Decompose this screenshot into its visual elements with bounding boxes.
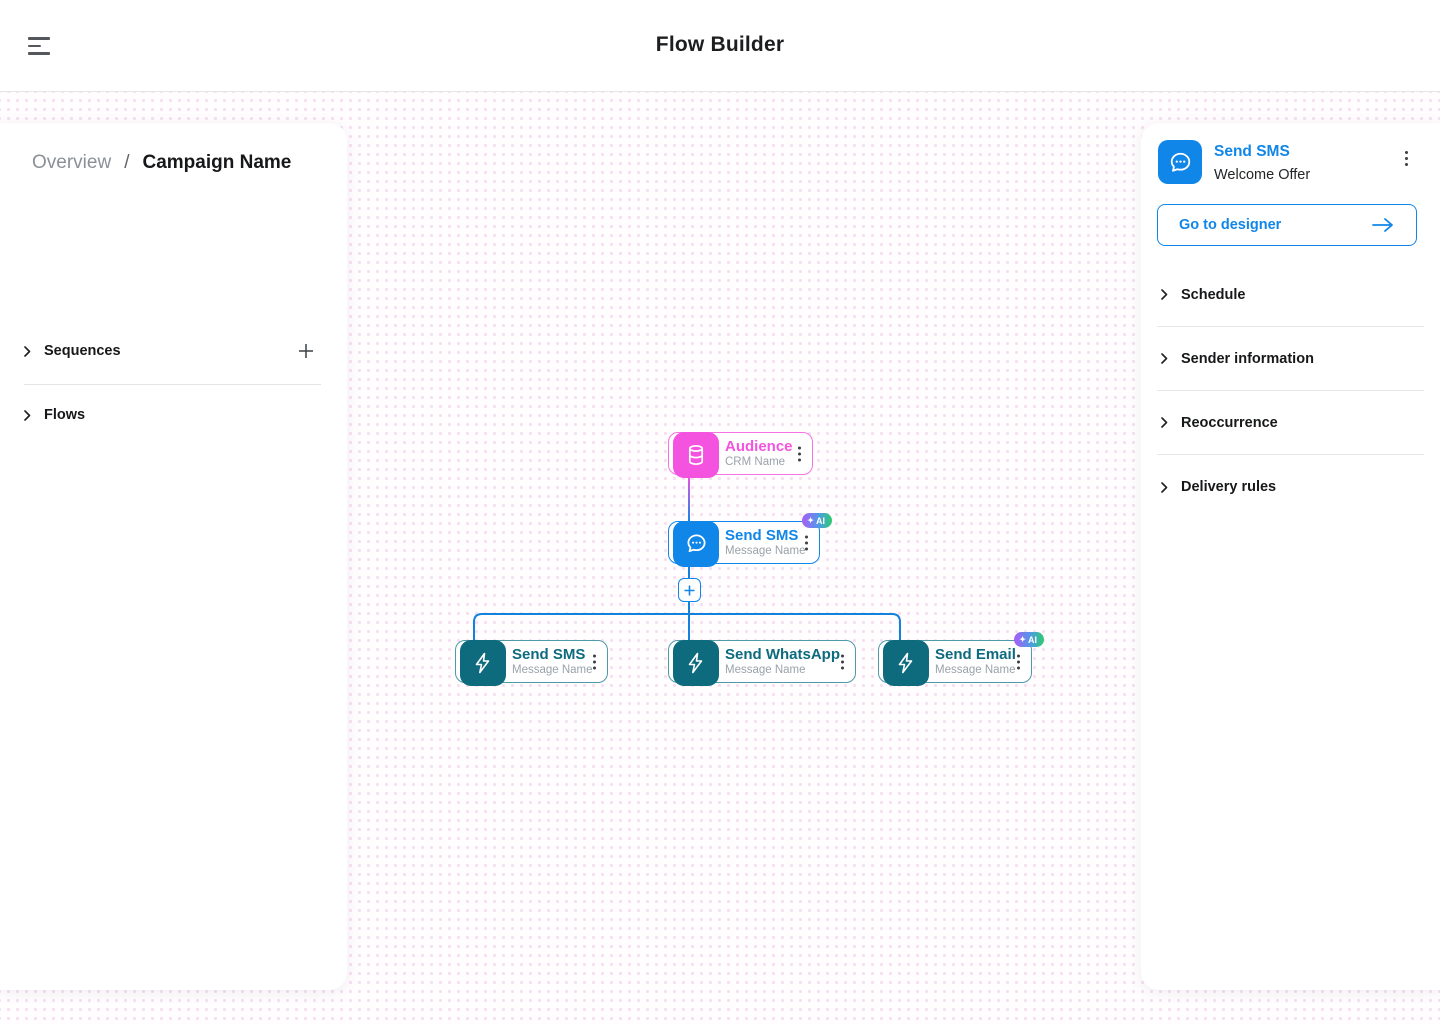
section-label: Delivery rules — [1181, 479, 1277, 495]
left-sidebar: Overview / Campaign Name Sequences Flows — [0, 123, 347, 990]
add-step-button[interactable] — [678, 578, 701, 602]
chat-bubble-icon — [1158, 140, 1202, 184]
lightning-bolt-icon — [883, 639, 929, 686]
add-sequence-button[interactable] — [298, 343, 314, 359]
breadcrumb-overview-link[interactable]: Overview — [32, 152, 112, 173]
node-subtitle: Message Name — [725, 664, 806, 676]
node-title: Send SMS — [725, 527, 799, 544]
section-reoccurrence[interactable]: Reoccurrence — [1157, 391, 1424, 455]
sidebar-item-label: Sequences — [44, 343, 121, 359]
node-audience[interactable]: Audience CRM Name — [668, 431, 813, 478]
sidebar-item-sequences[interactable]: Sequences — [24, 337, 314, 365]
sidebar-item-label: Flows — [44, 407, 86, 423]
section-label: Reoccurrence — [1181, 414, 1278, 431]
more-options-icon[interactable] — [839, 652, 846, 671]
node-title: Send SMS — [512, 646, 586, 663]
ai-badge: ✦ AI — [1014, 632, 1044, 647]
node-subtitle: Message Name — [935, 664, 1016, 676]
divider — [24, 384, 321, 385]
chat-bubble-icon — [673, 520, 719, 567]
inspector-title: Send SMS — [1214, 143, 1290, 160]
breadcrumb: Overview / Campaign Name — [32, 152, 291, 174]
sidebar-item-flows[interactable]: Flows — [24, 401, 314, 429]
node-title: Audience — [725, 438, 793, 455]
section-schedule[interactable]: Schedule — [1157, 263, 1424, 327]
chevron-right-icon — [1161, 289, 1168, 300]
inspector-subtitle: Welcome Offer — [1214, 167, 1311, 183]
app-header: Flow Builder — [0, 0, 1440, 92]
ai-badge: ✦ AI — [802, 513, 832, 528]
node-title: Send Email — [935, 646, 1016, 663]
chevron-right-icon — [1161, 353, 1168, 364]
chevron-right-icon — [24, 409, 31, 421]
more-options-icon[interactable] — [1015, 652, 1022, 671]
breadcrumb-current: Campaign Name — [142, 152, 292, 173]
page-title: Flow Builder — [655, 33, 785, 56]
menu-button[interactable] — [28, 35, 52, 57]
more-options-icon[interactable] — [591, 652, 598, 671]
node-subtitle: Message Name — [725, 545, 806, 557]
sparkle-icon: ✦ — [807, 515, 814, 525]
inspector-panel: Send SMS Welcome Offer Go to designer Sc… — [1141, 123, 1440, 990]
lightning-bolt-icon — [673, 639, 719, 686]
node-subtitle: Message Name — [512, 664, 593, 676]
more-options-icon[interactable] — [1403, 149, 1410, 168]
node-send-sms[interactable]: ✦ AI Send SMS Message Name — [668, 513, 832, 567]
node-send-email[interactable]: ✦ AI Send Email Message Name — [878, 632, 1044, 686]
section-sender-information[interactable]: Sender information — [1157, 327, 1424, 391]
sparkle-icon: ✦ — [1019, 634, 1026, 644]
database-icon — [673, 431, 719, 478]
node-title: Send WhatsApp — [725, 646, 840, 663]
more-options-icon[interactable] — [796, 444, 803, 463]
lightning-bolt-icon — [460, 639, 506, 686]
chevron-right-icon — [1161, 481, 1168, 493]
chevron-right-icon — [24, 345, 31, 357]
node-subtitle: CRM Name — [725, 456, 786, 468]
section-label: Schedule — [1181, 286, 1246, 303]
section-delivery-rules[interactable]: Delivery rules — [1157, 455, 1424, 519]
breadcrumb-separator: / — [124, 152, 130, 173]
section-label: Sender information — [1181, 350, 1314, 367]
inspector-sections: Schedule Sender information Reoccurrence… — [1141, 263, 1440, 519]
node-send-sms-branch[interactable]: Send SMS Message Name — [455, 639, 608, 686]
more-options-icon[interactable] — [803, 533, 810, 552]
go-to-designer-button[interactable]: Go to designer — [1157, 204, 1417, 246]
chevron-right-icon — [1161, 417, 1168, 428]
node-send-whatsapp[interactable]: Send WhatsApp Message Name — [668, 639, 856, 686]
arrow-right-icon — [1372, 218, 1393, 232]
